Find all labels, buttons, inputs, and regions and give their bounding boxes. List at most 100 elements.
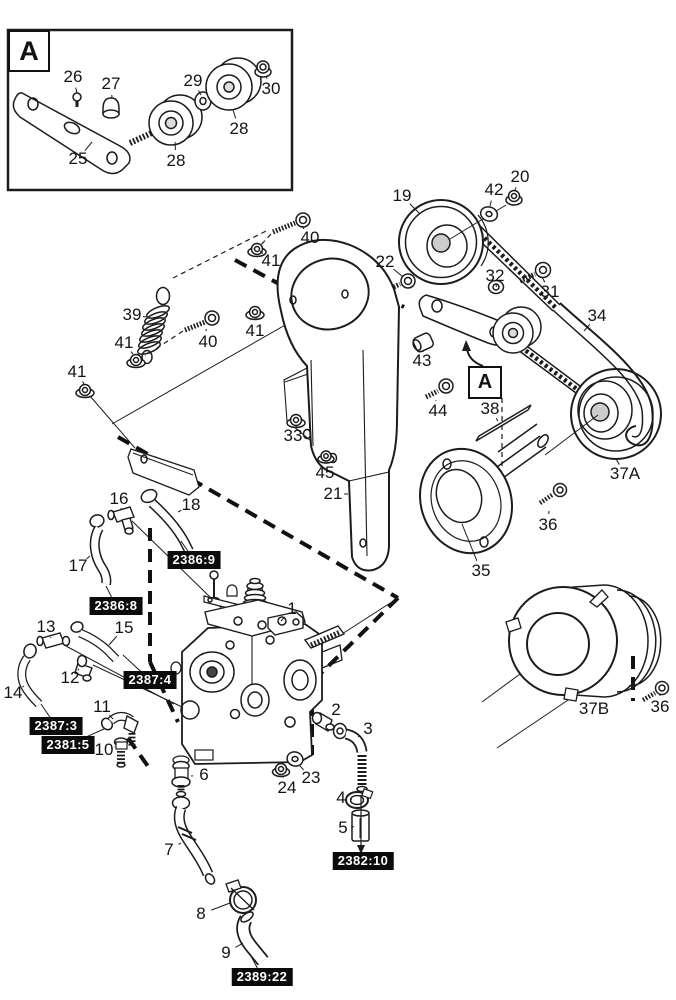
leader-line (82, 381, 85, 385)
callout-label-36: 36 (538, 515, 558, 534)
fittings-right-drawing (271, 711, 374, 854)
leader-line (22, 685, 25, 688)
leader-line (105, 585, 112, 598)
callout-label-8: 8 (196, 904, 206, 923)
pulley-37b-drawing (481, 584, 670, 749)
leader-line (514, 187, 517, 191)
callout-label-14: 14 (3, 683, 23, 702)
callout-label-27: 27 (101, 74, 121, 93)
leader-line (583, 323, 591, 332)
callout-label-13: 13 (36, 617, 56, 636)
callout-label-4: 4 (336, 788, 346, 807)
callout-label-19: 19 (392, 186, 412, 205)
leader-line (122, 654, 144, 674)
leader-line (461, 523, 478, 561)
flange-nuts-41 (75, 242, 267, 399)
callout-label-22: 22 (375, 252, 395, 271)
leader-lines (22, 75, 661, 969)
part-number-box-2382:10: 2382:10 (332, 852, 394, 870)
callout-label-10: 10 (94, 740, 114, 759)
leader-line (232, 109, 237, 119)
callout-label-40: 40 (300, 228, 320, 247)
leader-line (409, 203, 421, 215)
callout-label-39: 39 (122, 305, 142, 324)
callout-label-18: 18 (181, 495, 201, 514)
part-number-box-2381:5: 2381:5 (41, 736, 95, 754)
callout-label-31: 31 (540, 282, 560, 301)
leader-line (180, 540, 189, 553)
leader-line (86, 555, 91, 560)
hose-bottom-drawing (171, 760, 269, 966)
callout-label-12: 12 (60, 668, 80, 687)
callout-label-1: 1 (287, 599, 297, 618)
leader-line (326, 716, 329, 719)
leader-line (280, 616, 285, 622)
callout-label-41: 41 (114, 333, 134, 352)
leader-line (130, 351, 134, 355)
leader-line (198, 90, 202, 96)
part-number-box-2386:9: 2386:9 (167, 551, 221, 569)
pump-1-drawing (65, 520, 399, 765)
callout-label-11: 11 (93, 697, 111, 716)
callout-label-16: 16 (109, 489, 129, 508)
idler-assembly-drawing (383, 261, 552, 367)
leader-line (177, 509, 182, 513)
part-number-box-2386:8: 2386:8 (89, 597, 143, 615)
callout-label-37A: 37A (609, 464, 641, 483)
leader-line (495, 417, 499, 422)
leader-line (393, 268, 404, 278)
callout-label-21: 21 (323, 484, 343, 503)
leader-line (301, 225, 305, 230)
leader-line (77, 668, 80, 671)
detail-a-arrow (462, 340, 484, 367)
leader-line (615, 458, 620, 465)
leader-line (357, 735, 360, 738)
flange-35-drawing (418, 398, 568, 555)
leader-line (75, 87, 78, 94)
leader-line (250, 955, 258, 969)
callout-label-3: 3 (363, 719, 373, 738)
callout-label-23: 23 (301, 768, 321, 787)
callout-label-15: 15 (114, 618, 134, 637)
callout-label-36: 36 (650, 697, 670, 716)
callout-label-42: 42 (484, 180, 504, 199)
callout-label-40: 40 (198, 332, 218, 351)
callout-label-7: 7 (164, 840, 174, 859)
leader-line (211, 902, 231, 911)
pulley-19-drawing (398, 189, 523, 285)
leader-line (108, 635, 118, 646)
leader-line (178, 842, 182, 845)
part-number-box-2387:3: 2387:3 (29, 717, 83, 735)
part-number-box-2387:4: 2387:4 (123, 671, 177, 689)
callout-label-9: 9 (221, 943, 231, 962)
tensioner-spring-drawing (75, 212, 358, 496)
leader-line (84, 141, 93, 151)
leader-line (541, 276, 546, 283)
leader-line (489, 200, 492, 207)
callout-label-38: 38 (480, 399, 500, 418)
callout-label-6: 6 (199, 765, 209, 784)
callout-label-43: 43 (412, 351, 432, 370)
leader-line (235, 942, 244, 948)
part-number-box-2389:22: 2389:22 (231, 968, 293, 986)
callout-label-28: 28 (229, 119, 249, 138)
callout-label-35: 35 (471, 561, 491, 580)
callout-label-37B: 37B (578, 699, 610, 718)
callout-label-44: 44 (428, 401, 448, 420)
callout-label-34: 34 (587, 306, 607, 325)
callout-label-41: 41 (261, 251, 281, 270)
leader-line (265, 75, 268, 79)
callout-label-41: 41 (67, 362, 87, 381)
callout-label-45: 45 (315, 463, 335, 482)
callout-label-5: 5 (338, 818, 348, 837)
callout-label-41: 41 (245, 321, 265, 340)
callout-label-29: 29 (183, 71, 203, 90)
callout-label-24: 24 (277, 778, 297, 797)
callout-label-30: 30 (261, 79, 281, 98)
detail-reference-marker: A (468, 366, 502, 399)
bracket-21-drawing (276, 238, 454, 572)
callout-label-2: 2 (331, 700, 341, 719)
callout-label-25: 25 (68, 149, 88, 168)
